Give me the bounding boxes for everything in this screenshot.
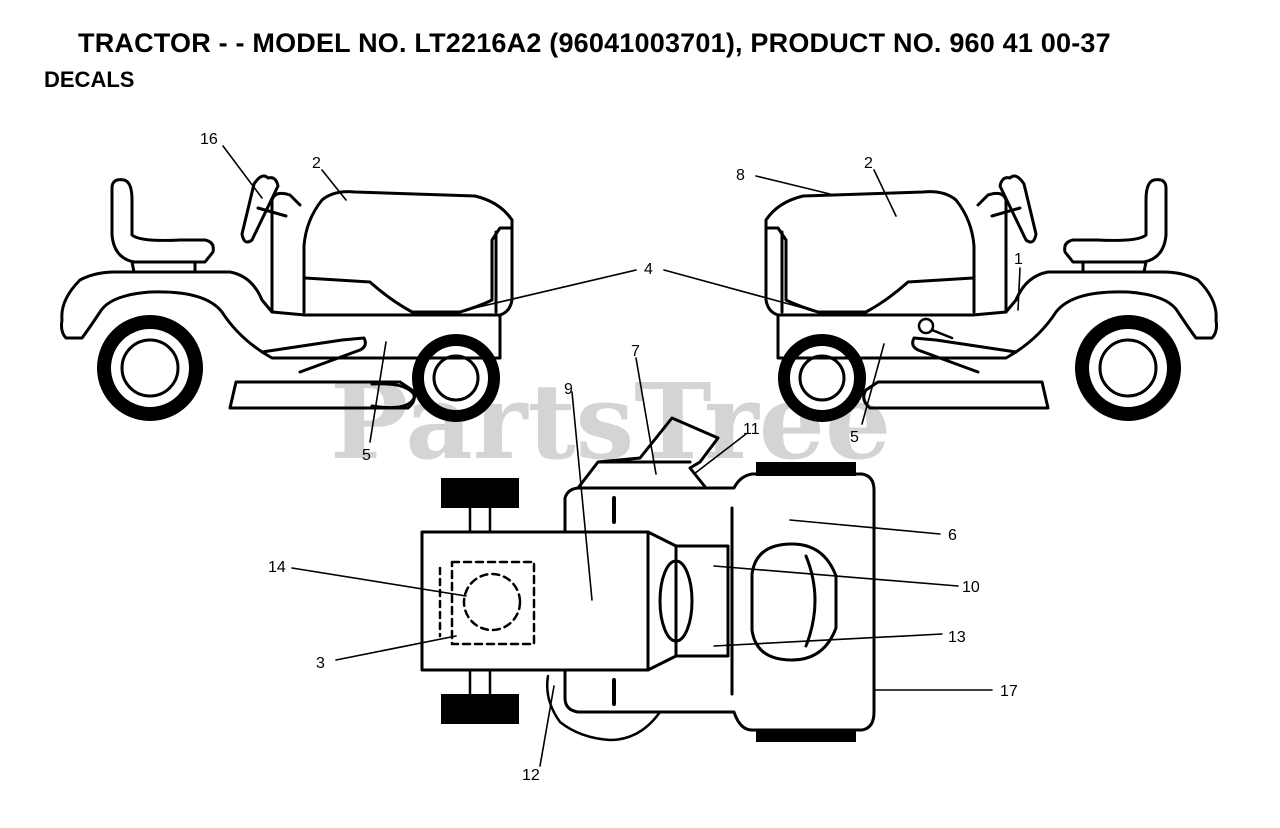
fender-left	[60, 270, 502, 360]
steering-wheel-left	[240, 174, 280, 244]
callout-17: 17	[1000, 683, 1018, 700]
seat-left	[110, 178, 215, 264]
callout-2-left: 2	[312, 155, 321, 172]
section-subtitle: DECALS	[44, 67, 135, 92]
callout-12: 12	[522, 767, 540, 784]
page-title: TRACTOR - - MODEL NO. LT2216A2 (96041003…	[78, 28, 1111, 58]
callout-4: 4	[644, 261, 653, 278]
callout-1: 1	[1014, 251, 1023, 268]
body-top	[563, 472, 876, 732]
callout-6: 6	[948, 527, 957, 544]
callout-5-right: 5	[850, 429, 859, 446]
discharge-chute	[546, 674, 662, 742]
callout-7: 7	[631, 343, 640, 360]
front-tire-top	[441, 478, 519, 508]
seat-top	[750, 542, 838, 662]
callout-11: 11	[743, 421, 760, 438]
ignition-key	[917, 317, 935, 335]
callout-13: 13	[948, 629, 966, 646]
callout-2-right: 2	[864, 155, 873, 172]
callout-5-left: 5	[362, 447, 371, 464]
rear-wheel-left	[97, 315, 203, 421]
front-wheel-left	[412, 334, 500, 422]
tractor-right-side-view	[764, 174, 1218, 422]
callout-10: 10	[962, 579, 980, 596]
callout-16: 16	[200, 131, 218, 148]
callout-3: 3	[316, 655, 325, 672]
hood-top	[420, 530, 650, 672]
tractor-left-side-view	[60, 174, 514, 422]
hood-left	[302, 190, 514, 317]
callout-14: 14	[268, 559, 286, 576]
callout-8: 8	[736, 167, 745, 184]
callout-9: 9	[564, 381, 573, 398]
